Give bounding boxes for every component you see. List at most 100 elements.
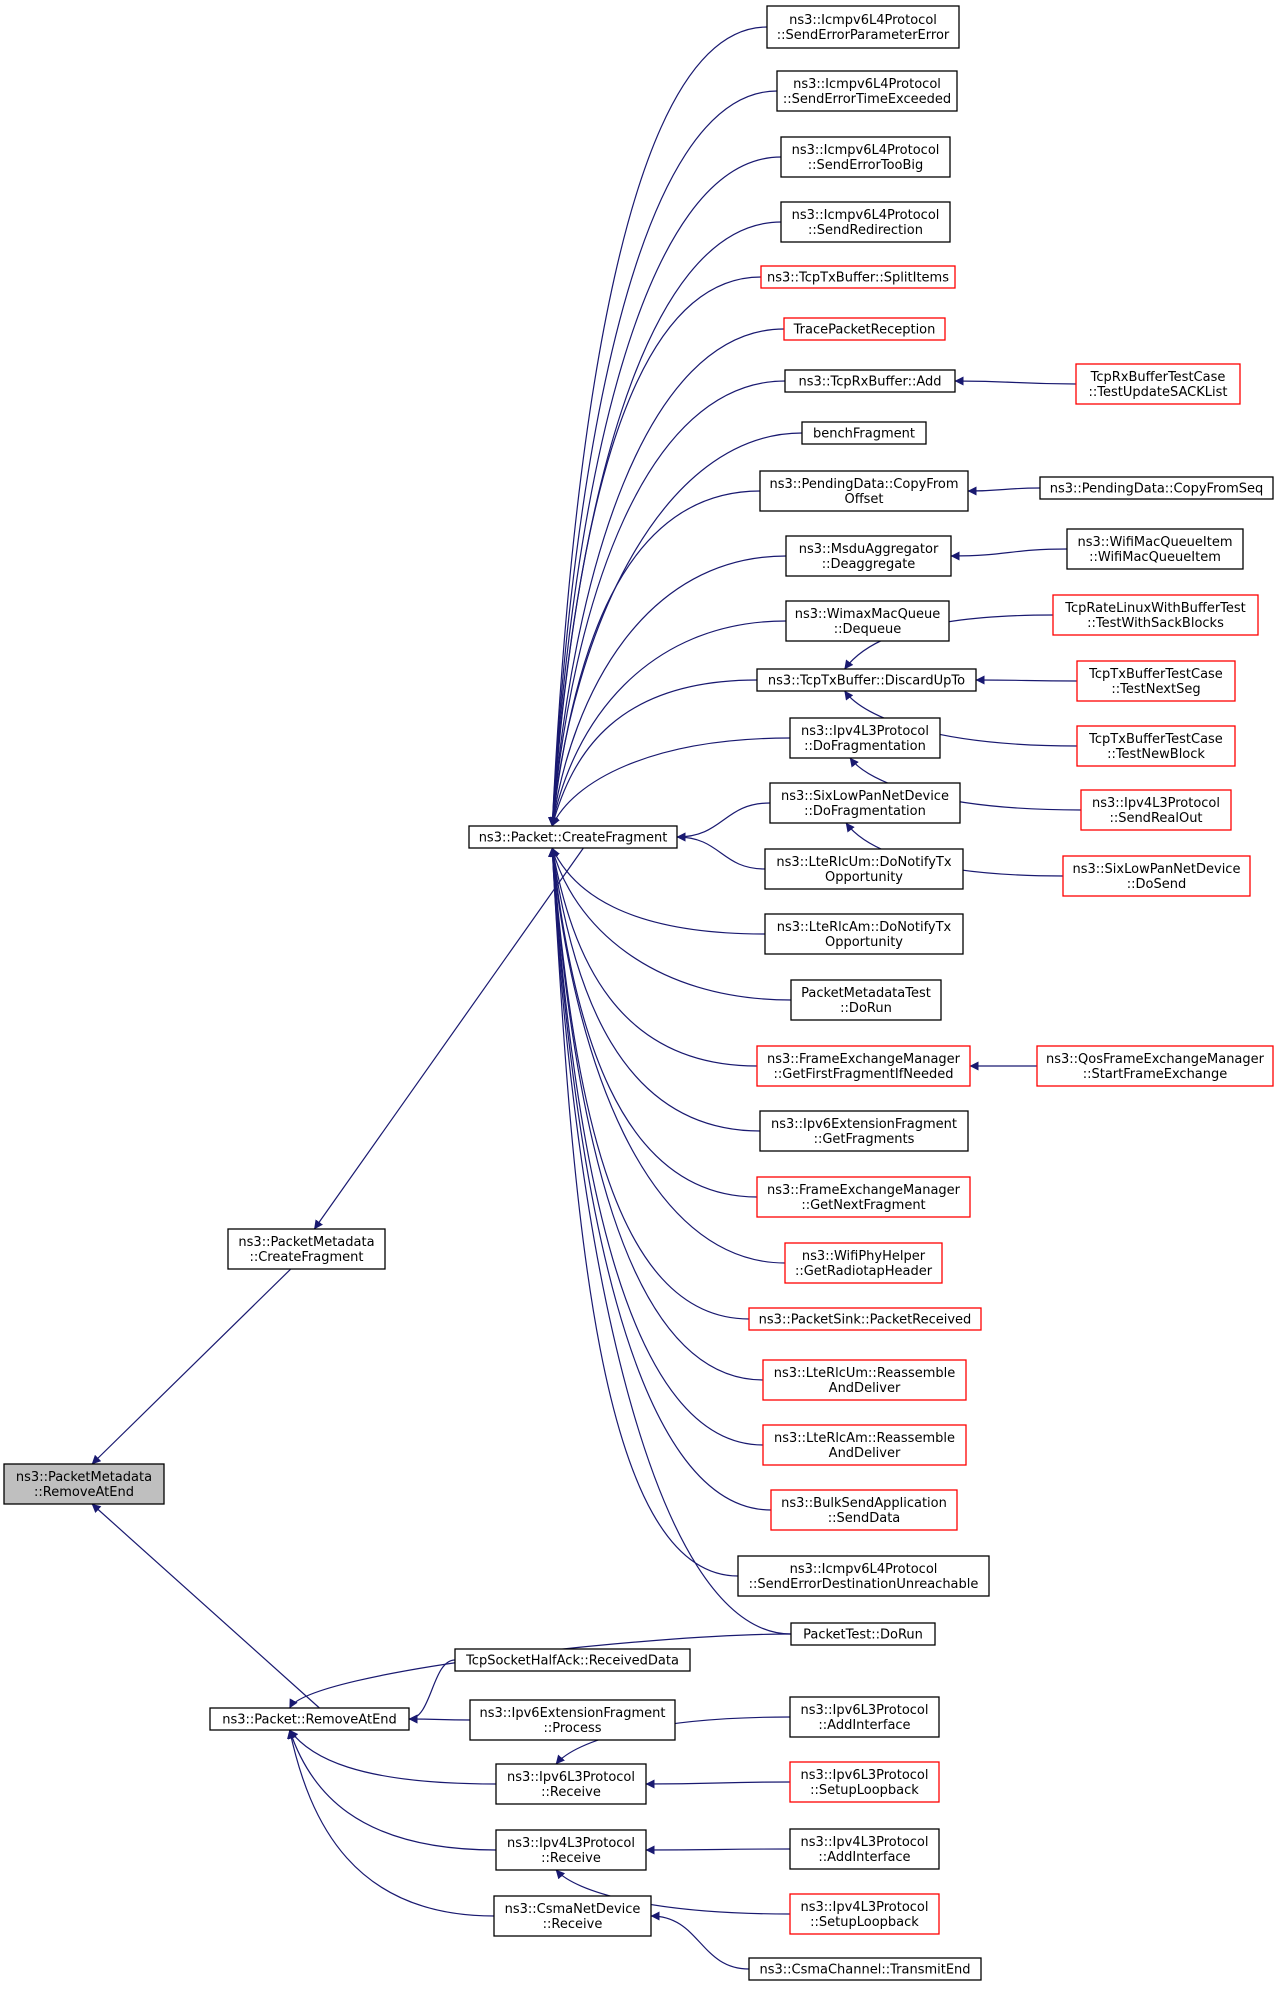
node-wimax[interactable]: ns3::WimaxMacQueue::Dequeue bbox=[785, 600, 950, 642]
node-tx_split[interactable]: ns3::TcpTxBuffer::SplitItems bbox=[760, 265, 956, 289]
node-tx_next[interactable]: TcpTxBufferTestCase::TestNextSeg bbox=[1076, 660, 1236, 702]
node-box bbox=[801, 421, 927, 445]
node-label: ::SetupLoopback bbox=[810, 1783, 919, 1798]
node-sink_rx[interactable]: ns3::PacketSink::PacketReceived bbox=[748, 1307, 982, 1331]
node-label: ns3::Icmpv6L4Protocol bbox=[793, 77, 941, 92]
edge-tx_disc-to-p_cf bbox=[550, 679, 758, 827]
node-label: ns3::Ipv6L3Protocol bbox=[801, 1768, 929, 1783]
node-pmd_test[interactable]: PacketMetadataTest::DoRun bbox=[790, 979, 942, 1021]
node-label: ns3::TcpTxBuffer::DiscardUpTo bbox=[768, 674, 965, 689]
edge-icmp_time-to-p_cf bbox=[548, 90, 778, 827]
node-box bbox=[1080, 789, 1232, 831]
node-box bbox=[756, 1045, 971, 1087]
node-label: TcpSocketHalfAck::ReceivedData bbox=[465, 1654, 679, 1669]
node-ipv6ext_proc[interactable]: ns3::Ipv6ExtensionFragment::Process bbox=[469, 1699, 676, 1741]
node-trace_rx[interactable]: TracePacketReception bbox=[783, 317, 946, 341]
node-label: ::SendData bbox=[828, 1511, 901, 1526]
node-label: ::Receive bbox=[541, 1785, 601, 1800]
node-csma_recv[interactable]: ns3::CsmaNetDevice::Receive bbox=[493, 1895, 652, 1937]
node-tx_block[interactable]: TcpTxBufferTestCase::TestNewBlock bbox=[1076, 725, 1236, 767]
edge-ipv4_recv-to-p_rae bbox=[288, 1729, 497, 1851]
node-box bbox=[760, 265, 956, 289]
node-ipv4_frag[interactable]: ns3::Ipv4L3Protocol::DoFragmentation bbox=[789, 717, 941, 759]
node-bench[interactable]: benchFragment bbox=[801, 421, 927, 445]
node-ipv6_loop[interactable]: ns3::Ipv6L3Protocol::SetupLoopback bbox=[789, 1761, 940, 1803]
node-label: ::SetupLoopback bbox=[810, 1915, 919, 1930]
node-fem_first[interactable]: ns3::FrameExchangeManager::GetFirstFragm… bbox=[756, 1045, 971, 1087]
node-csma_tx[interactable]: ns3::CsmaChannel::TransmitEnd bbox=[748, 1957, 982, 1981]
node-wifi_item[interactable]: ns3::WifiMacQueueItem::WifiMacQueueItem bbox=[1066, 528, 1244, 570]
node-box bbox=[780, 136, 951, 178]
node-six_dosend[interactable]: ns3::SixLowPanNetDevice::DoSend bbox=[1062, 855, 1251, 897]
node-ipv6_addif[interactable]: ns3::Ipv6L3Protocol::AddInterface bbox=[789, 1696, 940, 1738]
node-ipv4_sendreal[interactable]: ns3::Ipv4L3Protocol::SendRealOut bbox=[1080, 789, 1232, 831]
node-wifi_radiotap[interactable]: ns3::WifiPhyHelper::GetRadiotapHeader bbox=[784, 1242, 943, 1284]
node-icmp_time[interactable]: ns3::Icmpv6L4Protocol::SendErrorTimeExce… bbox=[776, 70, 958, 112]
node-ipv4_addif[interactable]: ns3::Ipv4L3Protocol::AddInterface bbox=[789, 1828, 940, 1870]
node-label: ns3::Packet::RemoveAtEnd bbox=[222, 1713, 397, 1728]
node-box bbox=[784, 369, 956, 393]
node-p_rae[interactable]: ns3::Packet::RemoveAtEnd bbox=[209, 1707, 410, 1731]
node-six_frag[interactable]: ns3::SixLowPanNetDevice::DoFragmentation bbox=[769, 782, 961, 824]
node-pkt_test[interactable]: PacketTest::DoRun bbox=[790, 1622, 936, 1646]
node-icmp_redir[interactable]: ns3::Icmpv6L4Protocol::SendRedirection bbox=[780, 201, 951, 243]
node-label: ns3::Icmpv6L4Protocol bbox=[792, 143, 940, 158]
node-box bbox=[1066, 528, 1244, 570]
node-box bbox=[1036, 1045, 1274, 1087]
node-label: ns3::Ipv6L3Protocol bbox=[801, 1703, 929, 1718]
node-box bbox=[759, 1110, 969, 1152]
node-label: TcpTxBufferTestCase bbox=[1088, 667, 1223, 682]
node-label: ::DoRun bbox=[840, 1001, 892, 1016]
node-root[interactable]: ns3::PacketMetadata::RemoveAtEnd bbox=[3, 1463, 165, 1505]
node-qos_start[interactable]: ns3::QosFrameExchangeManager::StartFrame… bbox=[1036, 1045, 1274, 1087]
node-label: ::AddInterface bbox=[818, 1850, 910, 1865]
edge-um_notify-to-p_cf bbox=[676, 832, 766, 870]
node-label: ::GetRadiotapHeader bbox=[795, 1264, 933, 1279]
node-icmp_big[interactable]: ns3::Icmpv6L4Protocol::SendErrorTooBig bbox=[780, 136, 951, 178]
edge-ipv4_frag-to-p_cf bbox=[551, 737, 791, 827]
node-msdu[interactable]: ns3::MsduAggregator::Deaggregate bbox=[785, 535, 952, 577]
node-ipv4_recv[interactable]: ns3::Ipv4L3Protocol::Receive bbox=[495, 1829, 647, 1871]
node-pd_cfs[interactable]: ns3::PendingData::CopyFromSeq bbox=[1039, 476, 1274, 500]
node-ipv4_loop[interactable]: ns3::Ipv4L3Protocol::SetupLoopback bbox=[789, 1893, 940, 1935]
node-tcp_rate[interactable]: TcpRateLinuxWithBufferTest::TestWithSack… bbox=[1052, 594, 1259, 636]
edge-pmd_test-to-p_cf bbox=[550, 847, 792, 1001]
node-pm_cf[interactable]: ns3::PacketMetadata::CreateFragment bbox=[227, 1228, 386, 1270]
node-label: ns3::QosFrameExchangeManager bbox=[1046, 1052, 1265, 1067]
edge-pkt_test-to-p_cf bbox=[548, 847, 792, 1635]
node-fem_next[interactable]: ns3::FrameExchangeManager::GetNextFragme… bbox=[756, 1176, 971, 1218]
node-label: ::SendRealOut bbox=[1109, 811, 1202, 826]
node-box bbox=[468, 825, 678, 849]
node-rx_add[interactable]: ns3::TcpRxBuffer::Add bbox=[784, 369, 956, 393]
edge-icmp_param-to-p_cf bbox=[548, 26, 768, 827]
node-box bbox=[493, 1895, 652, 1937]
node-box bbox=[756, 1176, 971, 1218]
node-label: TcpRxBufferTestCase bbox=[1090, 370, 1226, 385]
edge-tx_split-to-p_cf bbox=[548, 276, 762, 827]
edge-pd_cfo-to-p_cf bbox=[548, 490, 761, 827]
node-tcp_half[interactable]: TcpSocketHalfAck::ReceivedData bbox=[454, 1648, 691, 1672]
edge-ipv6_loop-to-ipv6_recv bbox=[645, 1779, 791, 1789]
node-box bbox=[469, 1699, 676, 1741]
node-icmp_param[interactable]: ns3::Icmpv6L4Protocol::SendErrorParamete… bbox=[766, 5, 960, 49]
node-box bbox=[789, 1893, 940, 1935]
node-p_cf[interactable]: ns3::Packet::CreateFragment bbox=[468, 825, 678, 849]
node-label: ns3::LteRlcAm::Reassemble bbox=[774, 1431, 955, 1446]
edge-fem_next-to-p_cf bbox=[548, 847, 758, 1198]
node-icmp_unreach[interactable]: ns3::Icmpv6L4Protocol::SendErrorDestinat… bbox=[737, 1555, 990, 1597]
edge-p_cf-to-pm_cf bbox=[313, 847, 584, 1230]
node-bulk_send[interactable]: ns3::BulkSendApplication::SendData bbox=[770, 1489, 958, 1531]
node-ipv6_recv[interactable]: ns3::Ipv6L3Protocol::Receive bbox=[495, 1763, 647, 1805]
node-label: ns3::CsmaChannel::TransmitEnd bbox=[759, 1963, 970, 1978]
node-label: ns3::Ipv6ExtensionFragment bbox=[771, 1117, 957, 1132]
node-label: ::TestNextSeg bbox=[1111, 682, 1200, 697]
node-tx_disc[interactable]: ns3::TcpTxBuffer::DiscardUpTo bbox=[756, 668, 977, 692]
node-rx_test_sack[interactable]: TcpRxBufferTestCase::TestUpdateSACKList bbox=[1075, 363, 1241, 405]
node-ipv6ext_get[interactable]: ns3::Ipv6ExtensionFragment::GetFragments bbox=[759, 1110, 969, 1152]
node-label: ::DoFragmentation bbox=[804, 739, 926, 754]
